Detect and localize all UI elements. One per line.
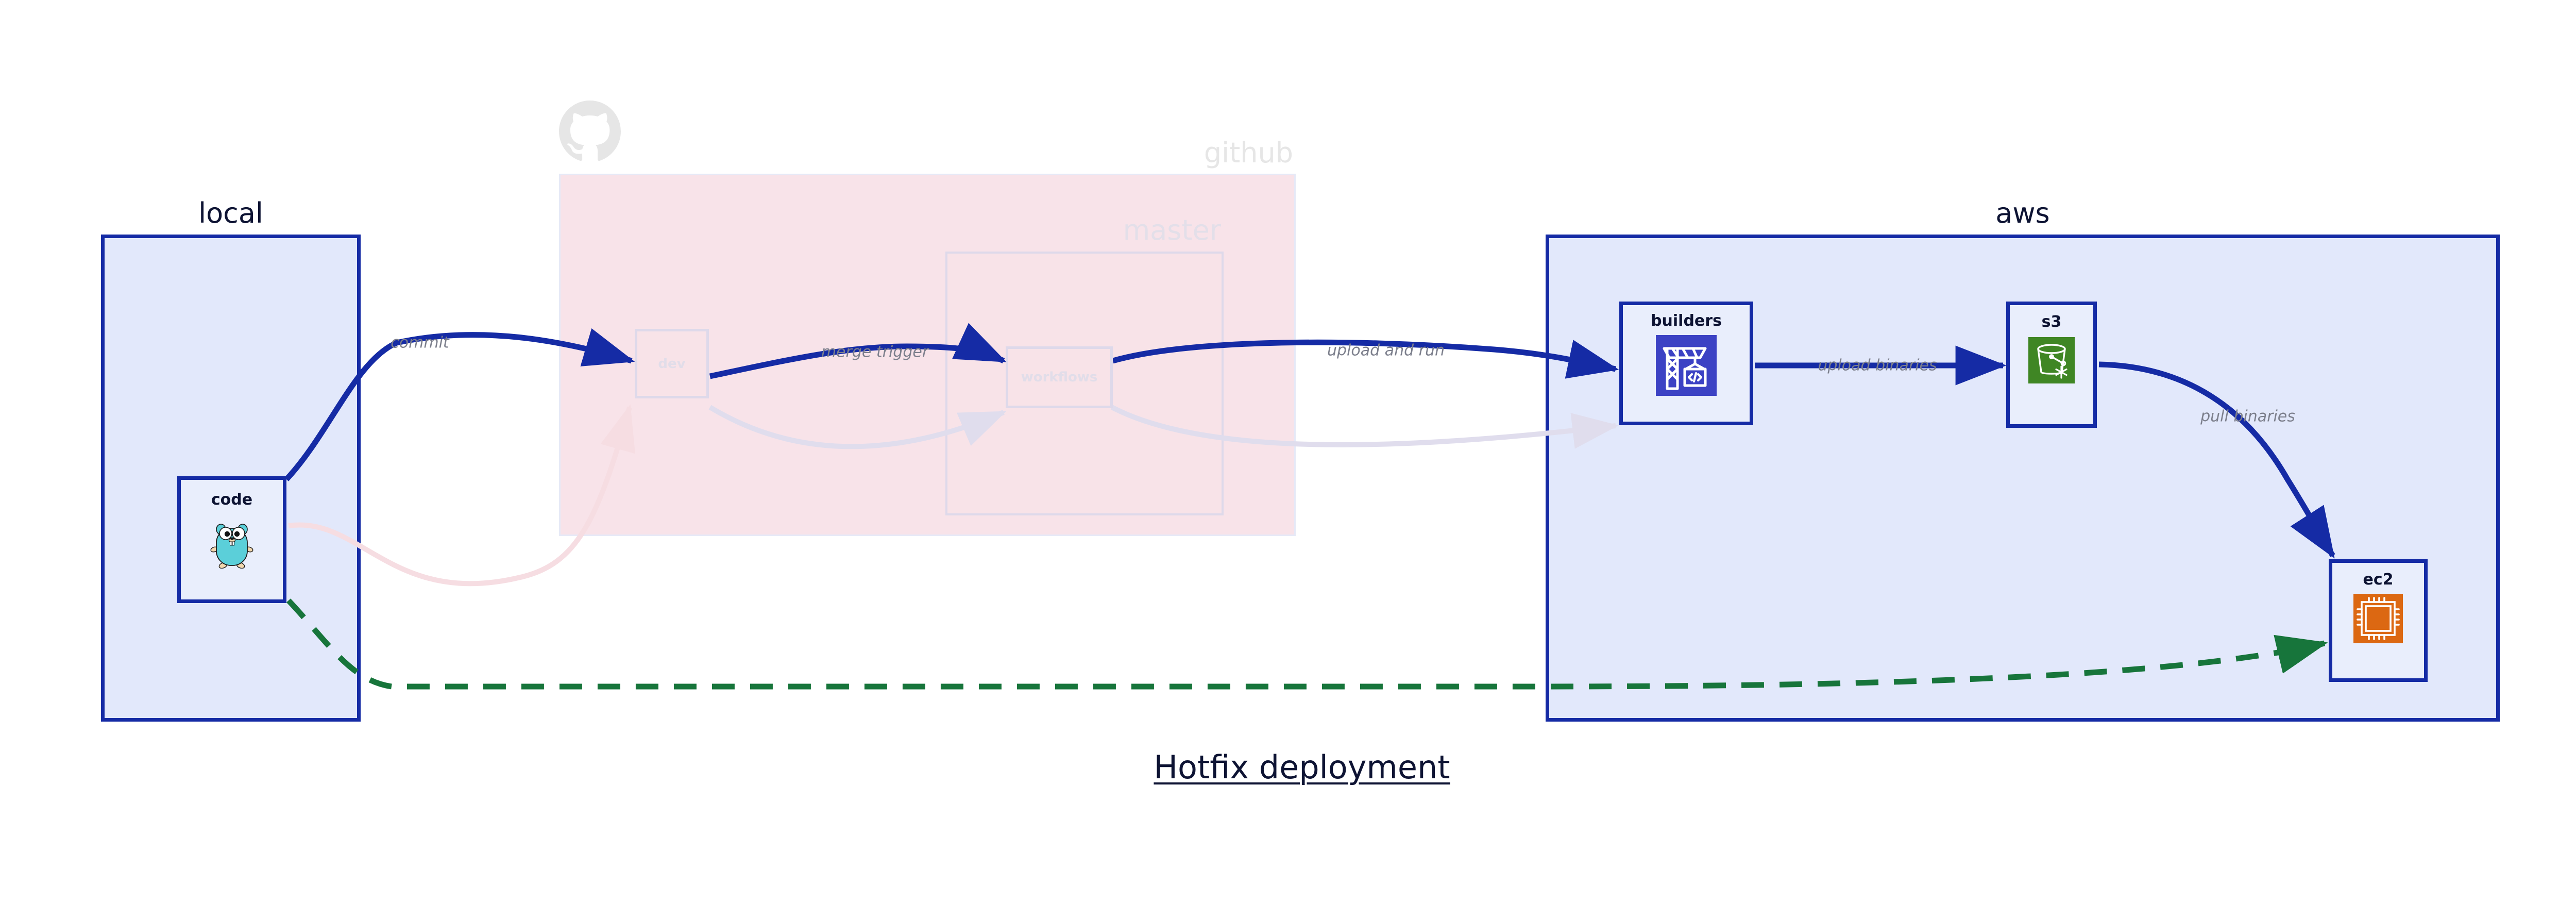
edge-label-upload-and-run: upload and run xyxy=(1327,341,1445,360)
edge-label-merge-trigger: merge trigger xyxy=(821,343,929,361)
edge-label-pull-binaries: pull binaries xyxy=(2200,407,2295,426)
group-label-github: github xyxy=(1204,137,1293,169)
node-dev[interactable]: dev xyxy=(635,329,709,398)
group-label-local: local xyxy=(198,197,263,229)
group-label-master: master xyxy=(1123,214,1221,246)
edge-label-commit: commit xyxy=(391,333,449,352)
node-code-label: code xyxy=(211,491,253,509)
aws-s3-bucket-icon xyxy=(2028,337,2075,386)
node-builders-label: builders xyxy=(1651,312,1722,330)
node-builders[interactable]: builders xyxy=(1619,302,1753,425)
github-mark-icon xyxy=(559,101,621,162)
node-s3[interactable]: s3 xyxy=(2006,302,2097,428)
node-workflows[interactable]: workflows xyxy=(1006,346,1113,408)
node-s3-label: s3 xyxy=(2041,313,2062,331)
aws-ec2-chip-icon xyxy=(2353,594,2403,645)
node-dev-label: dev xyxy=(658,356,686,372)
aws-codebuild-icon xyxy=(1656,335,1717,398)
node-workflows-label: workflows xyxy=(1021,370,1098,385)
node-ec2-label: ec2 xyxy=(2363,571,2394,589)
diagram-caption: Hotfix deployment xyxy=(1154,748,1450,786)
group-master xyxy=(945,252,1224,515)
node-ec2[interactable]: ec2 xyxy=(2329,559,2428,682)
edge-label-upload-binaries: upload binaries xyxy=(1818,356,1937,375)
node-code[interactable]: code xyxy=(177,476,286,603)
go-gopher-icon xyxy=(210,517,254,571)
group-label-aws: aws xyxy=(1995,197,2050,229)
